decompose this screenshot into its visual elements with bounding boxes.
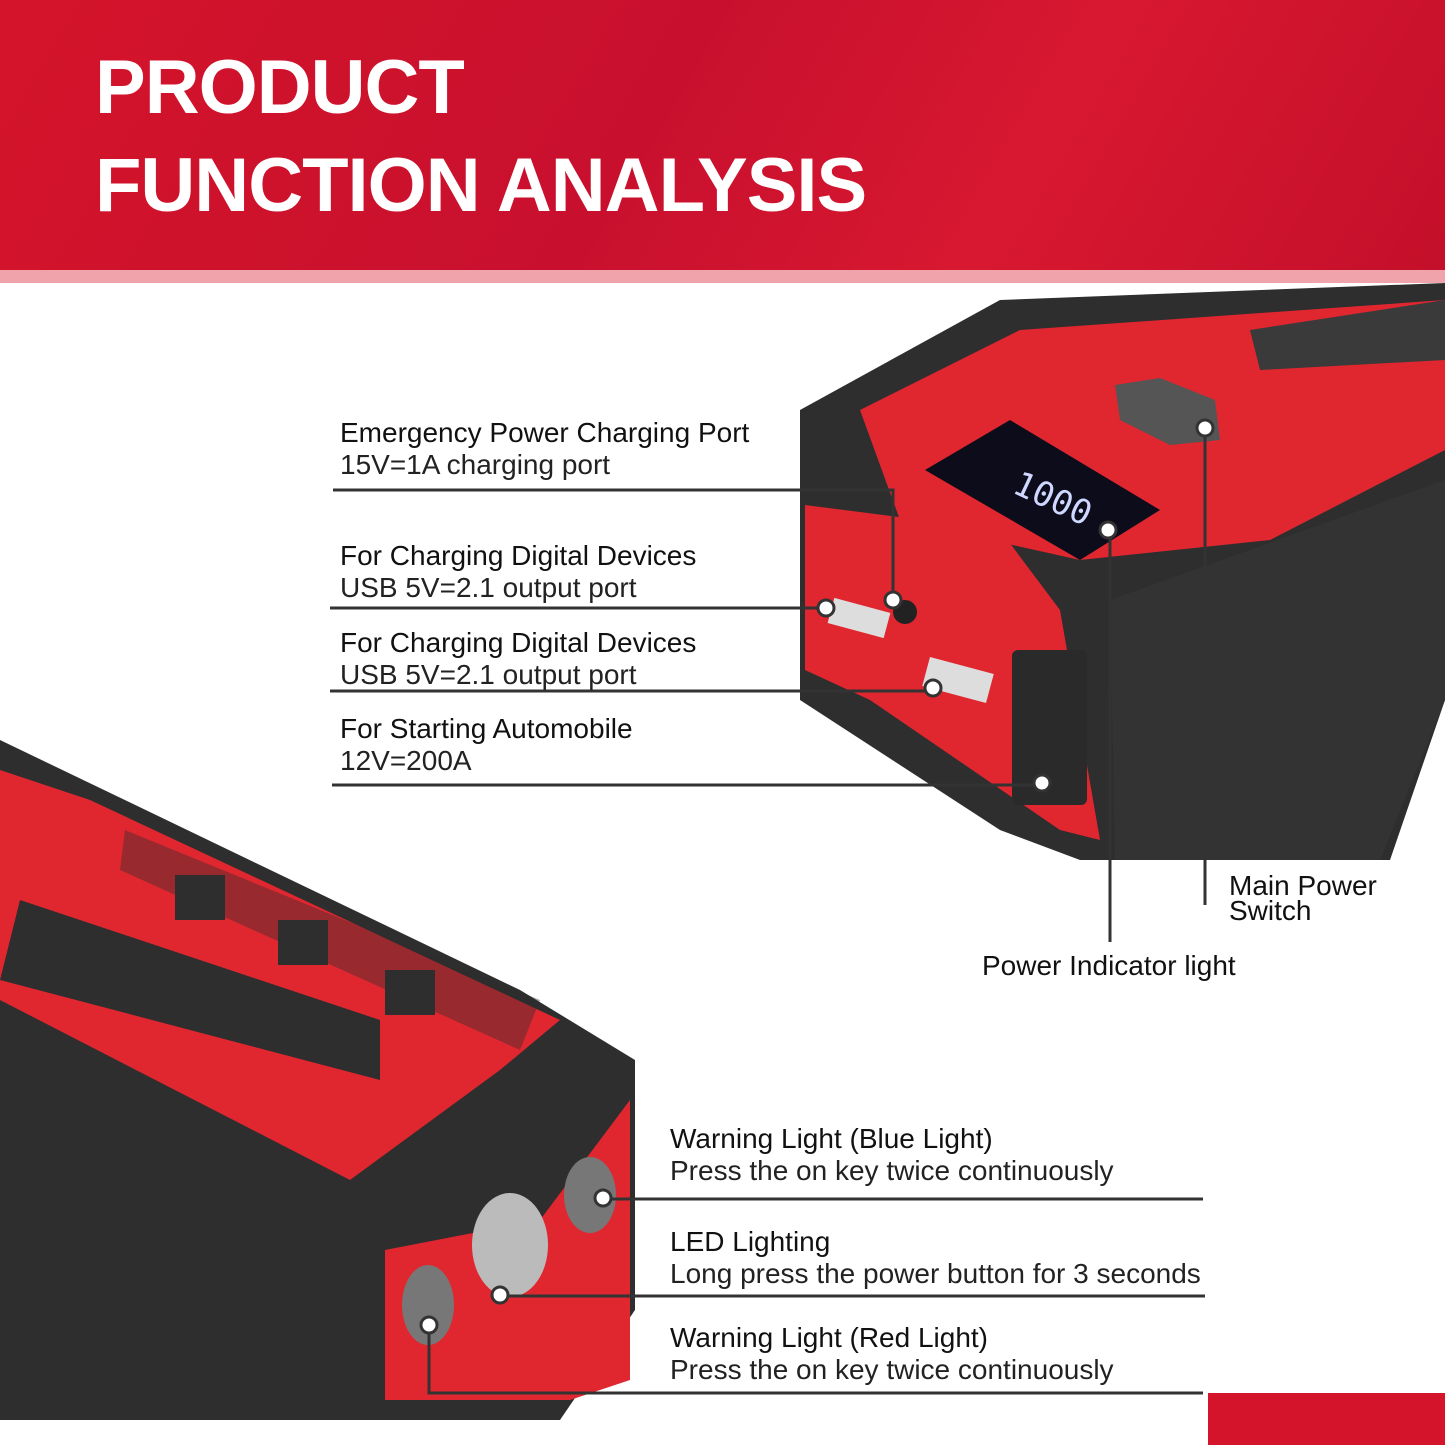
callout-dots: [419, 418, 1215, 1335]
header-banner: [0, 0, 1445, 270]
callout-usb-port-1: For Charging Digital Devices USB 5V=2.1 …: [340, 540, 696, 604]
callout-title: Warning Light (Blue Light): [670, 1123, 993, 1154]
callout-starting-automobile: For Starting Automobile 12V=200A: [340, 713, 633, 777]
callout-title: For Charging Digital Devices: [340, 540, 697, 571]
callout-blue-warning-light: Warning Light (Blue Light) Press the on …: [670, 1123, 1114, 1187]
callout-detail: Press the on key twice continuously: [670, 1354, 1114, 1385]
callout-power-indicator: Power Indicator light: [982, 950, 1236, 982]
callout-title: LED Lighting: [670, 1226, 831, 1257]
page-title-line2: FUNCTION ANALYSIS: [95, 143, 867, 228]
corner-accent: [1208, 1393, 1445, 1445]
callout-detail: 15V=1A charging port: [340, 449, 611, 480]
callout-title: Emergency Power Charging Port: [340, 417, 750, 448]
callout-usb-port-2: For Charging Digital Devices USB 5V=2.1 …: [340, 627, 696, 691]
header-strip: [0, 270, 1445, 283]
callout-title: For Starting Automobile: [340, 713, 633, 744]
jump-starter-side-view: [0, 740, 635, 1420]
callout-detail: Long press the power button for 3 second…: [670, 1258, 1201, 1289]
callout-lines: [330, 428, 1207, 1395]
callout-title: For Charging Digital Devices: [340, 627, 697, 658]
jump-starter-top-view: 1000: [800, 283, 1445, 860]
callout-led-lighting: LED Lighting Long press the power button…: [670, 1226, 1201, 1290]
callout-title: Power Indicator light: [982, 950, 1236, 981]
callout-detail: 12V=200A: [340, 745, 472, 776]
callout-title: Main Power: [1229, 870, 1377, 901]
callout-title: Warning Light (Red Light): [670, 1322, 989, 1353]
callout-detail: Switch: [1229, 895, 1312, 926]
callout-red-warning-light: Warning Light (Red Light) Press the on k…: [670, 1322, 1114, 1386]
callout-main-power-switch: Main Power Switch: [1229, 870, 1377, 926]
callout-charging-port: Emergency Power Charging Port 15V=1A cha…: [340, 417, 749, 481]
page-title-line1: PRODUCT: [95, 45, 465, 130]
callout-detail: USB 5V=2.1 output port: [340, 659, 637, 690]
callout-detail: USB 5V=2.1 output port: [340, 572, 637, 603]
callout-detail: Press the on key twice continuously: [670, 1155, 1114, 1186]
